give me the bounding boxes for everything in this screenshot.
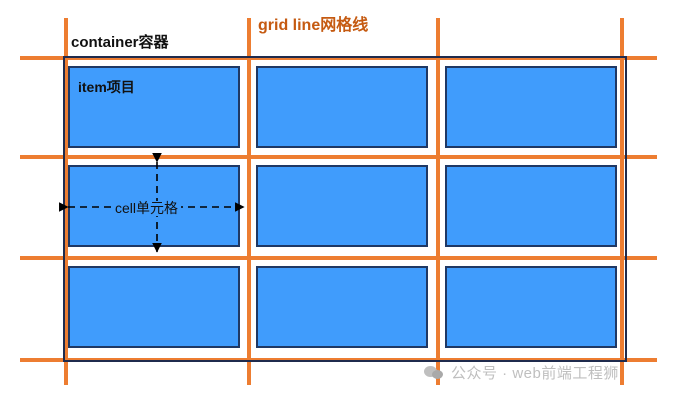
grid-line-horizontal-2 [20, 155, 657, 159]
wechat-bubbles-icon [424, 365, 444, 381]
grid-line-vertical-4 [620, 18, 624, 385]
grid-line-horizontal-1 [20, 56, 657, 60]
grid-line-vertical-2 [247, 18, 251, 385]
grid-item-1 [68, 66, 240, 148]
grid-item-7 [68, 266, 240, 348]
grid-item-6 [445, 165, 617, 247]
grid-item-2 [256, 66, 428, 148]
grid-item-3 [445, 66, 617, 148]
grid-line-vertical-3 [436, 18, 440, 385]
grid-item-9 [445, 266, 617, 348]
watermark: 公众号 · web前端工程狮 [424, 362, 619, 383]
grid-line-horizontal-3 [20, 256, 657, 260]
grid-line-vertical-1 [64, 18, 68, 385]
grid-item-5 [256, 165, 428, 247]
watermark-text: 公众号 · web前端工程狮 [451, 365, 619, 382]
label-grid-line: grid line网格线 [258, 17, 369, 34]
label-cell: cell单元格 [112, 200, 182, 217]
label-container: container容器 [71, 34, 169, 51]
label-item: item项目 [78, 79, 135, 95]
grid-item-8 [256, 266, 428, 348]
